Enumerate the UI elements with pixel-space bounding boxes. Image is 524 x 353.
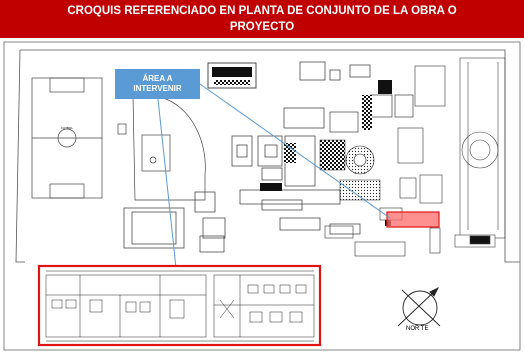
pointer-line-to-area (199, 83, 391, 219)
tennis-court (123, 207, 185, 249)
detail-frame (37, 264, 322, 347)
parking-area (454, 57, 506, 248)
pointer-line-to-detail (157, 98, 177, 269)
small-building (117, 123, 127, 135)
building-north (207, 62, 257, 89)
north-label: NOR TE (406, 326, 429, 332)
radial-building (319, 80, 414, 201)
plan-frame (3, 41, 521, 351)
page-header: CROQUIS REFERENCIADO EN PLANTA DE CONJUN… (0, 0, 524, 38)
north-arrow-icon (397, 286, 441, 327)
track (132, 95, 206, 201)
intervention-area (386, 211, 440, 228)
intervention-callout: ÁREA A INTERVENIR (115, 69, 200, 99)
header-line-2: PROYECTO (229, 21, 295, 33)
dark-block-2 (284, 143, 296, 163)
dark-block-1 (260, 183, 282, 191)
callout-line-2: INTERVENIR (133, 84, 182, 93)
biblioteca-building (324, 225, 354, 239)
soccer-field (31, 77, 103, 199)
header-line-1: CROQUIS REFERENCIADO EN PLANTA DE CONJUN… (67, 5, 457, 17)
field-label: FUTBOL (61, 126, 73, 130)
floor-plan-detail (45, 274, 315, 338)
detail-dimension-ticks (46, 270, 314, 342)
east-buildings (354, 65, 446, 257)
site-boundary-left (15, 49, 25, 263)
callout-line-1: ÁREA A (142, 74, 173, 83)
